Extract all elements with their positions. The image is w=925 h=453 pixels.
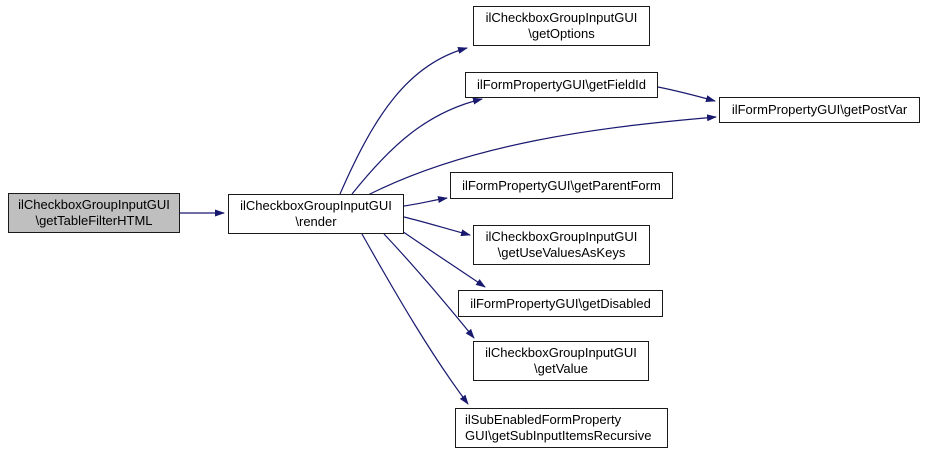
- node-label: \getUseValuesAsKeys: [497, 245, 626, 260]
- node-label: ilFormPropertyGUI\getDisabled: [470, 295, 651, 311]
- node-label: ilFormPropertyGUI\getPostVar: [731, 102, 908, 117]
- edge-render-to-getParentForm: [403, 196, 448, 207]
- node-getValue[interactable]: ilCheckboxGroupInputGUI \getValue: [473, 341, 649, 381]
- edge-render-to-getUseValuesAsKeys: [403, 216, 471, 237]
- node-label: ilCheckboxGroupInputGUI: [18, 197, 170, 212]
- node-label: ilSubEnabledFormProperty: [465, 412, 622, 427]
- node-label: ilCheckboxGroupInputGUI: [240, 198, 392, 213]
- node-getDisabled[interactable]: ilFormPropertyGUI\getDisabled: [458, 290, 663, 317]
- edge-render-to-getDisabled: [398, 228, 486, 288]
- node-render[interactable]: ilCheckboxGroupInputGUI \render: [228, 194, 404, 234]
- node-label: ilCheckboxGroupInputGUI: [485, 229, 638, 244]
- node-getSubInputItemsRecursive[interactable]: ilSubEnabledFormProperty GUI\getSubInput…: [455, 408, 668, 448]
- node-label: ilFormPropertyGUI\getFieldId: [476, 77, 647, 92]
- node-label: \getTableFilterHTML: [35, 213, 153, 228]
- node-label: ilFormPropertyGUI\getParentForm: [462, 177, 661, 193]
- node-label: \getValue: [534, 361, 588, 376]
- edge-render-to-getValue: [383, 233, 475, 339]
- node-getPostVar[interactable]: ilFormPropertyGUI\getPostVar: [719, 97, 920, 123]
- node-getUseValuesAsKeys[interactable]: ilCheckboxGroupInputGUI \getUseValuesAsK…: [473, 225, 650, 265]
- edge-render-to-getOptions: [339, 46, 468, 195]
- node-label: \getOptions: [528, 26, 595, 41]
- edge-getFieldId-to-getPostVar: [657, 86, 716, 102]
- node-getParentForm[interactable]: ilFormPropertyGUI\getParentForm: [450, 172, 673, 199]
- node-getOptions[interactable]: ilCheckboxGroupInputGUI \getOptions: [473, 6, 650, 46]
- node-label: ilCheckboxGroupInputGUI: [485, 10, 638, 25]
- node-getFieldId[interactable]: ilFormPropertyGUI\getFieldId: [465, 72, 658, 98]
- node-label: ilCheckboxGroupInputGUI: [485, 345, 637, 360]
- edge-render-to-getFieldId: [351, 97, 483, 195]
- node-label: \render: [295, 214, 337, 229]
- node-getTableFilterHTML[interactable]: ilCheckboxGroupInputGUI \getTableFilterH…: [8, 193, 180, 233]
- edge-render-to-getSubInputItemsRecursive: [361, 233, 469, 405]
- edge-render-to-getPostVar: [365, 114, 717, 197]
- node-label: GUI\getSubInputItemsRecursive: [465, 428, 652, 443]
